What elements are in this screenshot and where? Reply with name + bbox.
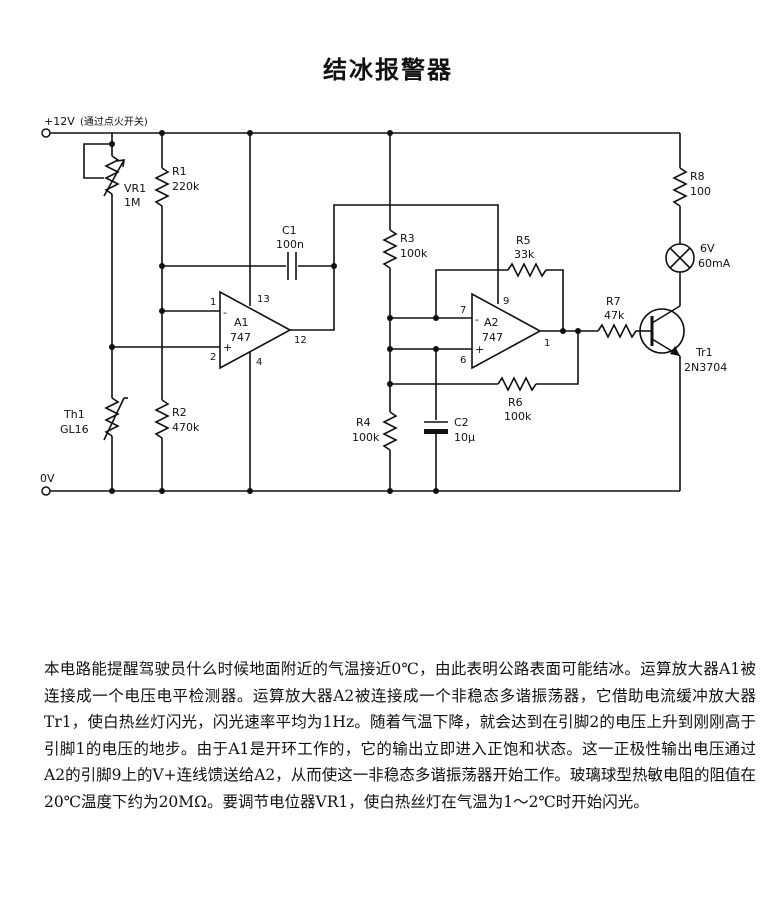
r3-name: R3 bbox=[400, 232, 415, 245]
r2-resistor bbox=[154, 399, 170, 491]
lamp bbox=[665, 206, 695, 278]
supply-terminal bbox=[41, 128, 51, 138]
supply-note: (通过点火开关) bbox=[80, 115, 148, 128]
r8-resistor bbox=[672, 133, 688, 207]
a1-model: 747 bbox=[230, 331, 251, 344]
r7-resistor bbox=[597, 323, 652, 339]
a2-pin6: 6 bbox=[460, 355, 466, 366]
r6-name: R6 bbox=[508, 396, 523, 409]
r6-resistor bbox=[390, 331, 579, 392]
junction-dots bbox=[109, 130, 581, 494]
r6-value: 100k bbox=[504, 410, 532, 423]
r3-resistor bbox=[382, 133, 398, 412]
c2-value: 10μ bbox=[454, 431, 475, 444]
vr1-value: 1M bbox=[124, 196, 141, 209]
a2-model: 747 bbox=[482, 331, 503, 344]
r5-value: 33k bbox=[514, 248, 535, 261]
page-title: 结冰报警器 bbox=[323, 56, 453, 84]
r1-resistor bbox=[154, 133, 170, 400]
tr1-model: 2N3704 bbox=[684, 361, 727, 374]
r3-value: 100k bbox=[400, 247, 428, 260]
a2-name: A2 bbox=[484, 316, 499, 329]
c1-name: C1 bbox=[282, 224, 297, 237]
th1-value: GL16 bbox=[60, 423, 89, 436]
a1-name: A1 bbox=[234, 316, 249, 329]
circuit-description: 本电路能提醒驾驶员什么时候地面附近的气温接近0℃，由此表明公路表面可能结冰。运算… bbox=[44, 660, 756, 811]
th1-name: Th1 bbox=[63, 408, 85, 421]
ground-label: 0V bbox=[40, 472, 55, 485]
a2-pin9: 9 bbox=[503, 296, 509, 307]
a1-pin12: 12 bbox=[294, 335, 307, 346]
c1-value: 100n bbox=[276, 238, 304, 251]
c1-capacitor bbox=[162, 252, 334, 280]
r4-resistor bbox=[382, 411, 398, 491]
supply-label: +12V bbox=[44, 115, 75, 128]
ground-rail bbox=[41, 486, 680, 496]
supply-rail bbox=[41, 128, 680, 138]
a2-pin7: 7 bbox=[460, 305, 466, 316]
a1-pin2: 2 bbox=[210, 352, 216, 363]
r1-name: R1 bbox=[172, 165, 187, 178]
a2-plus: + bbox=[475, 343, 484, 356]
a1-output-to-a2-v-plus bbox=[333, 204, 499, 304]
tr1-transistor bbox=[639, 278, 685, 491]
lamp-voltage: 6V bbox=[700, 242, 715, 255]
a1-pin13: 13 bbox=[257, 294, 270, 305]
r7-value: 47k bbox=[604, 309, 625, 322]
c2-capacitor bbox=[424, 349, 448, 491]
r5-resistor bbox=[435, 262, 564, 331]
a1-pin1: 1 bbox=[210, 297, 216, 308]
a2-minus: - bbox=[475, 313, 479, 326]
r4-value: 100k bbox=[352, 431, 380, 444]
lamp-current: 60mA bbox=[698, 257, 731, 270]
r5-name: R5 bbox=[516, 234, 531, 247]
a1-pin4: 4 bbox=[256, 357, 262, 368]
r4-name: R4 bbox=[356, 416, 371, 429]
r2-value: 470k bbox=[172, 421, 200, 434]
a1-plus: + bbox=[223, 341, 232, 354]
tr1-name: Tr1 bbox=[695, 346, 713, 359]
a1-minus: - bbox=[223, 306, 227, 319]
vr1-potentiometer bbox=[83, 133, 125, 398]
r1-value: 220k bbox=[172, 180, 200, 193]
r2-name: R2 bbox=[172, 406, 187, 419]
c2-name: C2 bbox=[454, 416, 469, 429]
vr1-name: VR1 bbox=[124, 182, 146, 195]
r8-name: R8 bbox=[690, 170, 705, 183]
th1-thermistor bbox=[103, 397, 128, 491]
a2-op-amp bbox=[390, 292, 598, 370]
a1-op-amp bbox=[112, 133, 335, 491]
ground-terminal bbox=[41, 486, 51, 496]
ice-alarm-schematic: +12V (通过点火开关) 0V VR1 1M Th1 GL16 R1 220k… bbox=[40, 115, 731, 496]
a2-pin1: 1 bbox=[544, 338, 550, 349]
r8-value: 100 bbox=[690, 185, 711, 198]
r7-name: R7 bbox=[606, 295, 621, 308]
